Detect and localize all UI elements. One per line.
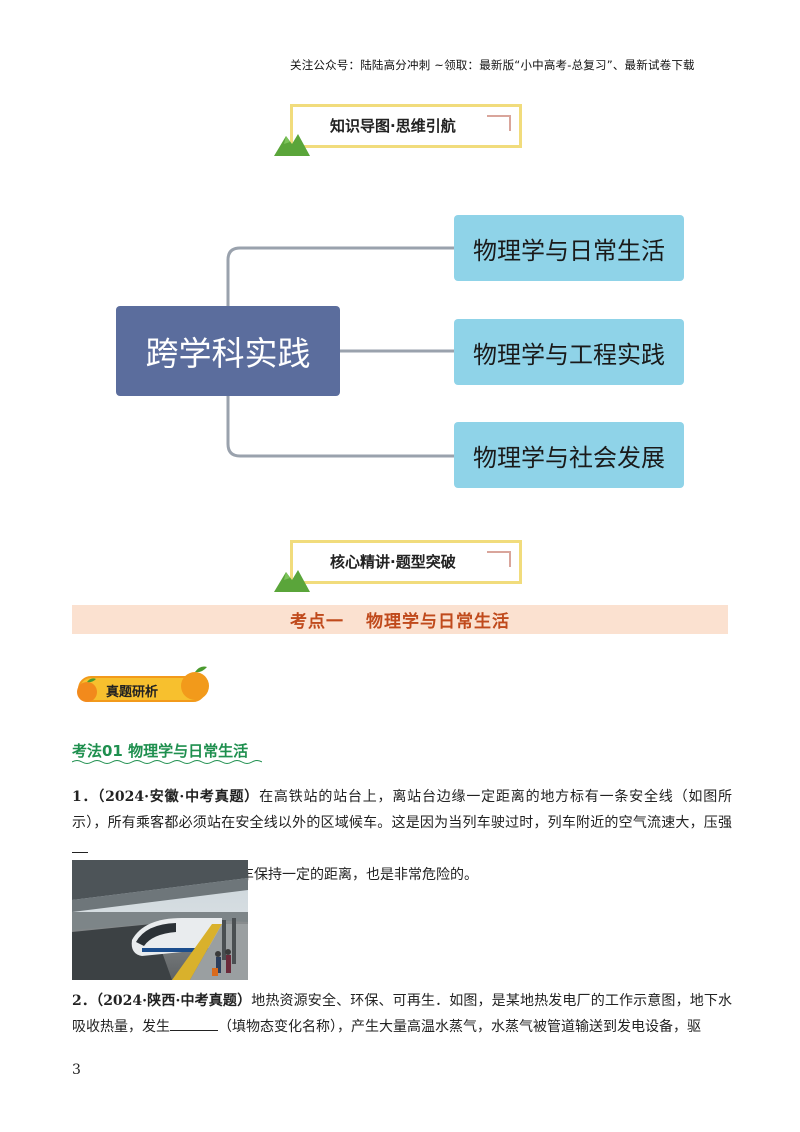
banner-frame xyxy=(290,104,522,148)
question-2: 2．（2024·陕西·中考真题）地热资源安全、环保、可再生．如图，是某地热发电厂… xyxy=(72,988,732,1040)
mindmap-branch-daily-life: 物理学与日常生活 xyxy=(454,215,684,281)
mindmap-branch-society: 物理学与社会发展 xyxy=(454,422,684,488)
mindmap-connectors xyxy=(226,246,454,458)
section-heading-bar: 考点一 物理学与日常生活 xyxy=(72,605,728,634)
mountain-icon xyxy=(274,134,310,156)
answer-blank[interactable] xyxy=(170,1016,218,1031)
wavy-underline xyxy=(72,760,262,764)
orange-icon xyxy=(77,678,97,702)
banner-label: 知识导图·思维引航 xyxy=(330,117,456,135)
train-station-photo xyxy=(72,860,248,980)
banner-label: 核心精讲·题型突破 xyxy=(330,553,456,571)
real-exam-tag: 真题研析 xyxy=(77,666,210,708)
question-source: （2024·安徽·中考真题） xyxy=(97,789,260,805)
section-title: 物理学与日常生活 xyxy=(366,612,510,632)
header-note: 关注公众号：陆陆高分冲刺 ~领取：最新版“小中高考-总复习”、最新试卷下载 xyxy=(290,58,695,72)
mindmap-branch-engineering: 物理学与工程实践 xyxy=(454,319,684,385)
question-text: 在高铁站的站台上，离站台边缘一定距离的地方标有一条安全线（如图所示），所有乘客都… xyxy=(72,789,733,831)
question-text: 地热资源安全、环保、可再生．如图，是某地热发电厂的工作示意图，地下水吸收热量，发… xyxy=(72,993,733,1035)
mindmap-center-node: 跨学科实践 xyxy=(116,306,340,396)
question-source: （2024·陕西·中考真题） xyxy=(96,993,252,1009)
mountain-icon xyxy=(274,570,310,592)
tag-label: 真题研析 xyxy=(106,685,159,700)
question-text-continued: （填物态变化名称），产生大量高温水蒸气，水蒸气被管道输送到发电设备，驱 xyxy=(218,1019,701,1035)
orange-icon xyxy=(181,666,209,700)
page-number: 3 xyxy=(72,1062,81,1078)
answer-blank[interactable] xyxy=(72,838,88,853)
section-prefix: 考点一 xyxy=(290,612,344,632)
method-title: 考法01 物理学与日常生活 xyxy=(72,742,249,760)
question-1: 1．（2024·安徽·中考真题）在高铁站的站台上，离站台边缘一定距离的地方标有一… xyxy=(72,784,732,888)
question-number: 1． xyxy=(72,789,98,805)
core-banner: 核心精讲·题型突破 xyxy=(274,540,522,592)
question-number: 2． xyxy=(72,993,97,1009)
mindmap-banner: 知识导图·思维引航 xyxy=(274,104,522,156)
banner-frame xyxy=(290,540,522,584)
